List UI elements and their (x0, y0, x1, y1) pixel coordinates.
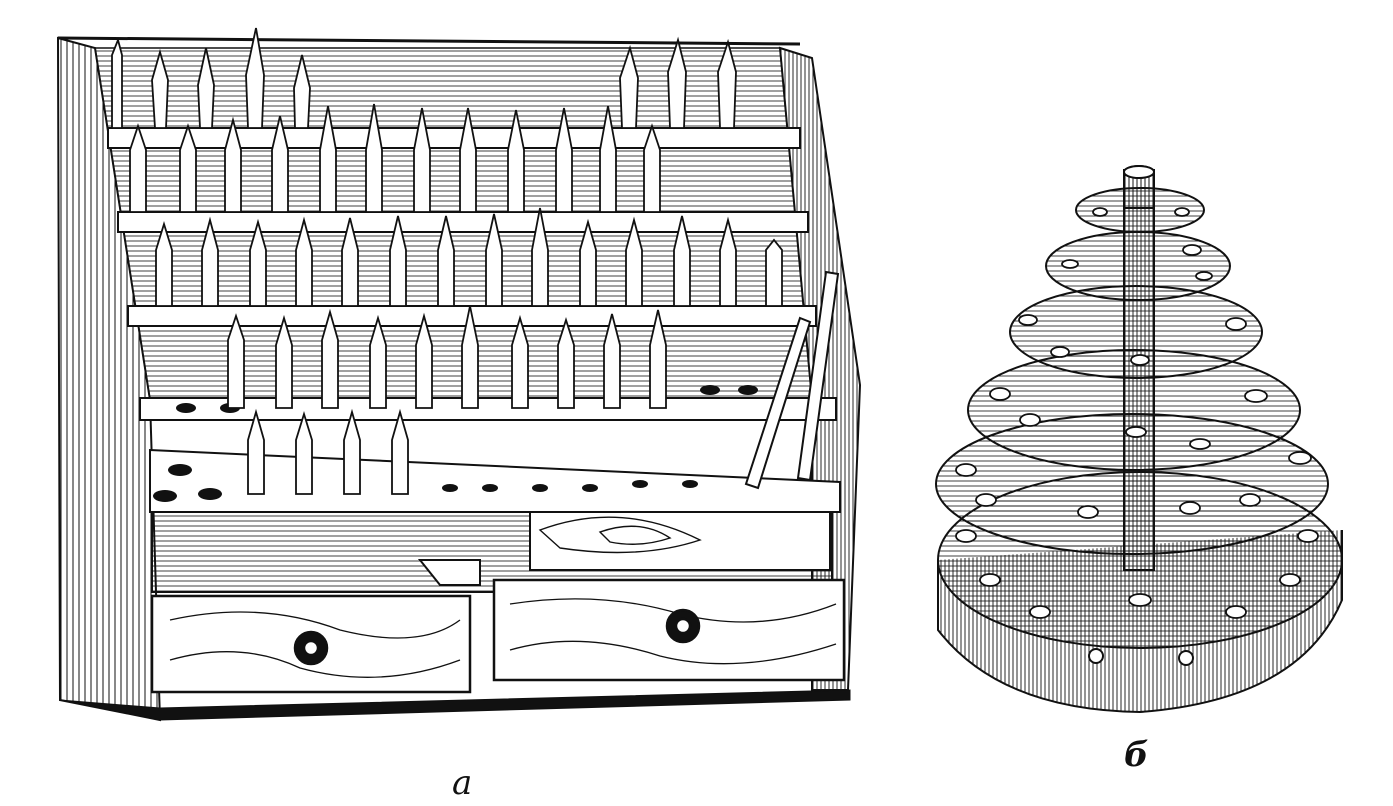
tools-row-3 (155, 207, 783, 307)
stand-base-screw (1088, 648, 1104, 664)
caption-right: б (1124, 735, 1149, 775)
tool-cabinet (56, 27, 862, 722)
tools-row-4 (227, 305, 667, 409)
drawer-left (150, 594, 472, 694)
stand-base-screw (1178, 650, 1194, 666)
drawer-right (492, 578, 846, 682)
stand-holes (955, 207, 1319, 619)
lower-compartment (151, 511, 833, 593)
tools-row-2 (129, 103, 661, 213)
tools-row-1 (111, 27, 737, 129)
leaning-rods (744, 270, 840, 490)
tiered-tool-stand (935, 165, 1343, 714)
tools-row-5 (247, 408, 409, 495)
cabinet-base (59, 689, 851, 721)
caption-left: а (452, 763, 473, 803)
